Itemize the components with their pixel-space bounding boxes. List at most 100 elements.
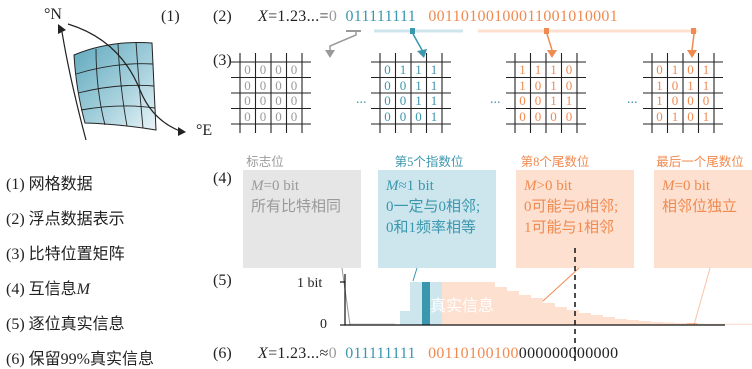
caption-5th-exponent-bit: 第5个指数位 — [394, 155, 464, 169]
rounded-mantissa-kept: 00110100100 — [428, 345, 519, 362]
mantissa-bar — [591, 315, 603, 325]
matrix-cell: 0 — [290, 62, 298, 77]
matrix-cell: 1 — [430, 93, 438, 108]
mantissa-bar — [507, 291, 519, 325]
info-box-sign-bit: M=0 bit 所有比特相同 — [243, 170, 361, 268]
matrix-cell: 0 — [399, 93, 407, 108]
mantissa-bar — [519, 295, 531, 325]
matrix-cell: 0 — [415, 108, 422, 124]
legend-item-bit-matrix: (3) 比特位置矩阵 — [6, 246, 125, 263]
matrix-cell: 1 — [519, 77, 526, 93]
matrix-cell: 0 — [565, 77, 573, 93]
matrix-grid-lines — [231, 53, 311, 133]
sign-bit-bar — [350, 323, 395, 325]
matrix-cell: 1 — [656, 93, 663, 108]
info-box-8th-mantissa-bit: M>0 bit 0可能与0相邻; 1可能与1相邻 — [516, 170, 634, 268]
row-number-6: (6) — [213, 345, 232, 362]
caption-8th-mantissa-bit: 第8个尾数位 — [520, 155, 590, 169]
matrix-cell: 1 — [415, 93, 422, 108]
sign-bit: 0 — [328, 8, 338, 25]
mantissa-bar — [495, 287, 507, 325]
matrix-cell: 0 — [384, 93, 391, 108]
info-box-last-mantissa-bit: M=0 bit 相邻位独立 — [654, 170, 752, 268]
matrix-cell: 0 — [290, 108, 298, 124]
matrix-cell: 0 — [259, 77, 267, 93]
matrix-cell: 0 — [290, 93, 298, 108]
matrix-cell: 0 — [275, 62, 282, 77]
matrix-cell: 1 — [550, 93, 557, 108]
mantissa-bar — [699, 323, 752, 325]
matrix-cell: 1 — [415, 62, 422, 77]
mantissa-bar — [531, 298, 543, 325]
mantissa-bar — [543, 303, 555, 325]
matrix-cell: 1 — [656, 77, 663, 93]
matrix-cell: 0 — [399, 108, 407, 124]
lat-lon-grid-figure — [58, 23, 186, 140]
matrix-cell: 0 — [399, 77, 407, 93]
exponent-bar-highlight — [422, 282, 430, 325]
row-number-2: (2) — [213, 8, 232, 25]
matrix-cell: 0 — [384, 62, 391, 77]
matrix-cell: 0 — [687, 108, 694, 124]
matrix-cell: 0 — [259, 108, 267, 124]
ellipsis-2: ... — [490, 92, 501, 107]
legend-item-float-repr: (2) 浮点数据表示 — [6, 211, 125, 228]
bitwise-info-plot — [340, 267, 752, 326]
row-number-5: (5) — [213, 272, 232, 289]
mantissa-bits: 00110100100011001010001 — [428, 8, 619, 25]
matrix-cell: 0 — [384, 108, 391, 124]
matrix-cell: 0 — [275, 108, 282, 124]
legend-item-mutual-info: (4) 互信息M — [6, 281, 90, 298]
row-number-4: (4) — [213, 170, 232, 187]
mantissa-bar — [687, 323, 699, 325]
matrix-cell: 0 — [259, 93, 267, 108]
mantissa-bar — [579, 313, 591, 325]
caption-sign-bit: 标志位 — [246, 155, 284, 169]
mantissa-bar — [651, 322, 663, 325]
north-label: °N — [44, 6, 62, 23]
rounded-sign-bit: 0 — [328, 345, 337, 362]
matrix-cell: 0 — [671, 93, 679, 108]
mantissa-bar — [603, 317, 615, 325]
matrix-cell: 0 — [244, 77, 251, 93]
matrix-cell: 0 — [259, 62, 267, 77]
mantissa-bar — [555, 307, 567, 325]
matrix-cell: 0 — [244, 93, 251, 108]
matrix-cell: 1 — [671, 108, 679, 124]
float-representation: X=1.23...=0 011111111 001101001000110010… — [258, 8, 619, 25]
exponent-bar — [410, 282, 422, 325]
exponent-bar — [430, 282, 442, 325]
matrix-cell: 0 — [290, 77, 298, 93]
matrix-cell: 0 — [671, 77, 679, 93]
matrix-grid-lines — [643, 53, 723, 133]
matrix-cell: 0 — [519, 93, 526, 108]
matrix-cell: 1 — [702, 62, 710, 77]
matrix-grid-lines — [371, 53, 451, 133]
matrix-cell: 1 — [702, 77, 710, 93]
matrix-cell: 1 — [702, 108, 710, 124]
matrix-cell: 1 — [399, 62, 407, 77]
matrix-cell: 1 — [430, 108, 438, 124]
y-tick-0: 0 — [320, 317, 327, 332]
legend-item-bitwise-info: (5) 逐位真实信息 — [6, 316, 125, 333]
matrix-cell: 0 — [534, 93, 542, 108]
mantissa-bar — [639, 321, 651, 325]
matrix-cell: 0 — [244, 108, 251, 124]
matrix-grid-lines — [506, 53, 586, 133]
east-label: °E — [196, 122, 213, 139]
real-information-label: 真实信息 — [430, 298, 495, 315]
matrix-cell: 0 — [702, 93, 710, 108]
matrix-cell: 1 — [415, 77, 422, 93]
matrix-cell: 1 — [550, 77, 557, 93]
matrix-cell: 0 — [244, 62, 251, 77]
rounded-exponent-bits: 011111111 — [345, 345, 416, 362]
matrix-cell: 0 — [687, 62, 694, 77]
matrix-cell: 1 — [534, 62, 542, 77]
matrix-cell: 1 — [430, 77, 438, 93]
matrix-cell: 0 — [550, 108, 557, 124]
mantissa-bar — [442, 282, 495, 325]
matrix-cell: 0 — [534, 108, 542, 124]
